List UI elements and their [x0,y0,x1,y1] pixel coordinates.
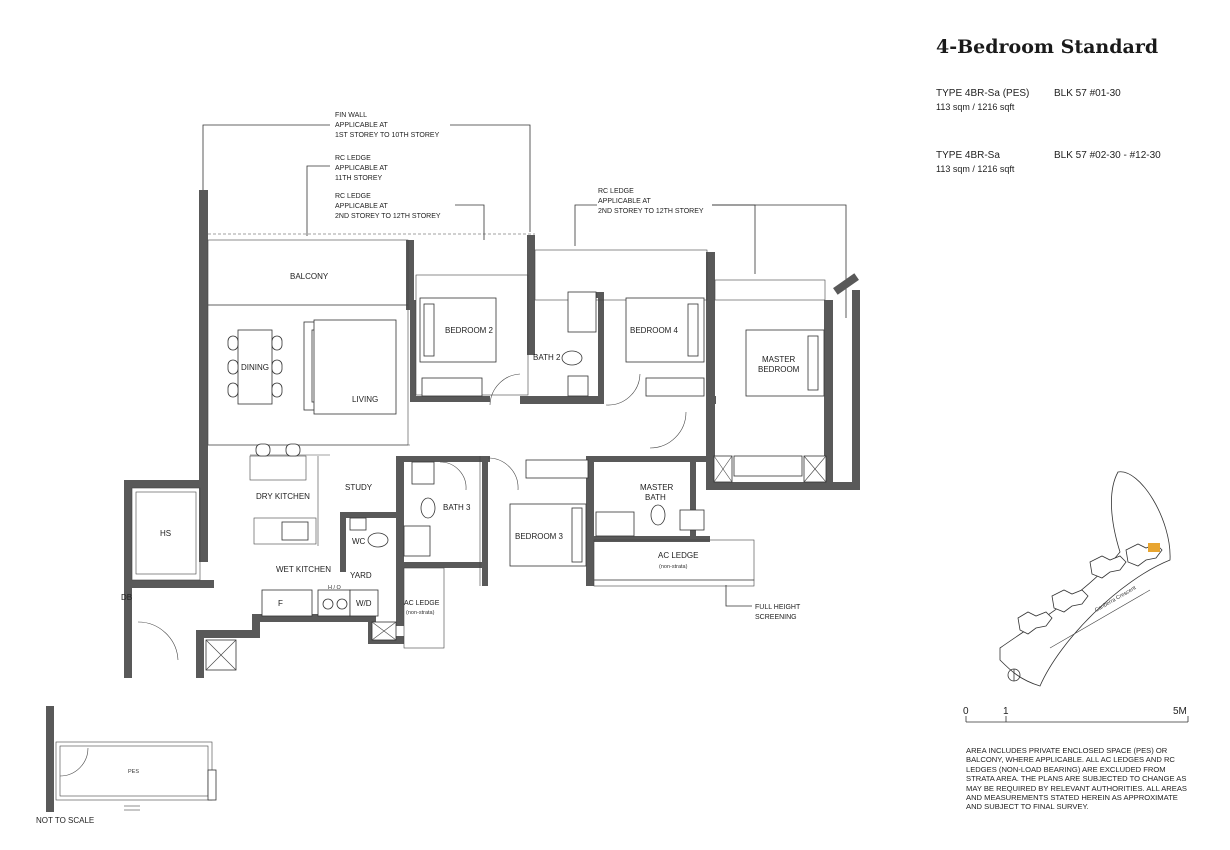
room-labels: BALCONY BEDROOM 2 BATH 2 BEDROOM 4 MASTE… [121,272,800,616]
label-bath3: BATH 3 [443,503,471,512]
key-plan: Canberra Crescent [999,471,1171,687]
callout-rc-ledge-right-3: 2ND STOREY TO 12TH STOREY [598,208,704,215]
callout-full-height-1: FULL HEIGHT [755,604,801,611]
callout-rc-ledge-right-1: RC LEDGE [598,188,634,195]
unit-type-1: TYPE 4BR-Sa (PES) 113 sqm / 1216 sqft [936,88,1029,112]
unit-type-2-name: TYPE 4BR-Sa [936,150,1000,161]
label-pes: PES [128,769,139,775]
callout-leaders [202,124,847,607]
label-bath2: BATH 2 [533,353,561,362]
label-db: DB [121,593,132,602]
scale-zero: 0 [963,706,969,717]
label-wc: WC [352,537,366,546]
unit-type-2-area: 113 sqm / 1216 sqft [936,164,1015,174]
label-non-strata-small: (non-strata) [406,610,435,616]
label-living: LIVING [352,395,378,404]
label-master-bedroom-1: MASTER [762,355,796,364]
label-ac-ledge: AC LEDGE [658,551,698,560]
label-bedroom2: BEDROOM 2 [445,326,494,335]
unit-type-1-area: 113 sqm / 1216 sqft [936,102,1015,112]
interior-lines [131,233,826,649]
label-wet-kitchen: WET KITCHEN [276,565,331,574]
label-master-bath-2: BATH [645,493,666,502]
scale-bar [965,716,1189,723]
unit-type-1-block: BLK 57 #01-30 [1054,88,1121,99]
label-hob: H / O [328,585,342,591]
walls [124,190,860,678]
callout-rc-ledge-2-12-3: 2ND STOREY TO 12TH STOREY [335,213,441,220]
callout-rc-ledge-11-2: APPLICABLE AT [335,165,389,172]
label-yard: YARD [350,571,372,580]
pes-inset: PES [46,706,217,812]
page-title: 4-Bedroom Standard [936,36,1159,58]
callouts: FIN WALL APPLICABLE AT 1ST STOREY TO 10T… [335,112,801,621]
not-to-scale: NOT TO SCALE [36,816,95,825]
label-non-strata: (non-strata) [659,564,688,570]
callout-fin-wall-2: APPLICABLE AT [335,122,389,129]
key-plan-blocks [1017,543,1163,635]
label-master-bath-1: MASTER [640,483,674,492]
disclaimer: AREA INCLUDES PRIVATE ENCLOSED SPACE (PE… [966,746,1187,812]
unit-type-2-block: BLK 57 #02-30 - #12-30 [1054,150,1161,161]
label-ac-ledge-small: AC LEDGE [404,600,440,607]
label-street: Canberra Crescent [1094,585,1138,614]
scale-one: 1 [1003,706,1009,717]
label-dining: DINING [241,363,269,372]
label-balcony: BALCONY [290,272,329,281]
label-bedroom4: BEDROOM 4 [630,326,679,335]
label-hs: HS [160,529,171,538]
callout-fin-wall-1: FIN WALL [335,112,367,119]
callout-rc-ledge-right-2: APPLICABLE AT [598,198,652,205]
callout-rc-ledge-2-12-2: APPLICABLE AT [335,203,389,210]
callout-rc-ledge-11-3: 11TH STOREY [335,175,383,182]
highlight-unit [1148,543,1160,552]
label-washer: W/D [356,599,372,608]
callout-fin-wall-3: 1ST STOREY TO 10TH STOREY [335,132,440,139]
furniture [137,291,827,671]
callout-rc-ledge-2-12-1: RC LEDGE [335,193,371,200]
callout-rc-ledge-11-1: RC LEDGE [335,155,371,162]
callout-full-height-2: SCREENING [755,614,797,621]
unit-type-2: TYPE 4BR-Sa 113 sqm / 1216 sqft [936,150,1014,174]
unit-type-1-name: TYPE 4BR-Sa (PES) [936,88,1030,99]
scale-five: 5M [1173,706,1187,717]
label-study: STUDY [345,483,373,492]
label-master-bedroom-2: BEDROOM [758,365,800,374]
label-bedroom3: BEDROOM 3 [515,532,564,541]
label-fridge: F [278,599,283,608]
label-dry-kitchen: DRY KITCHEN [256,492,310,501]
